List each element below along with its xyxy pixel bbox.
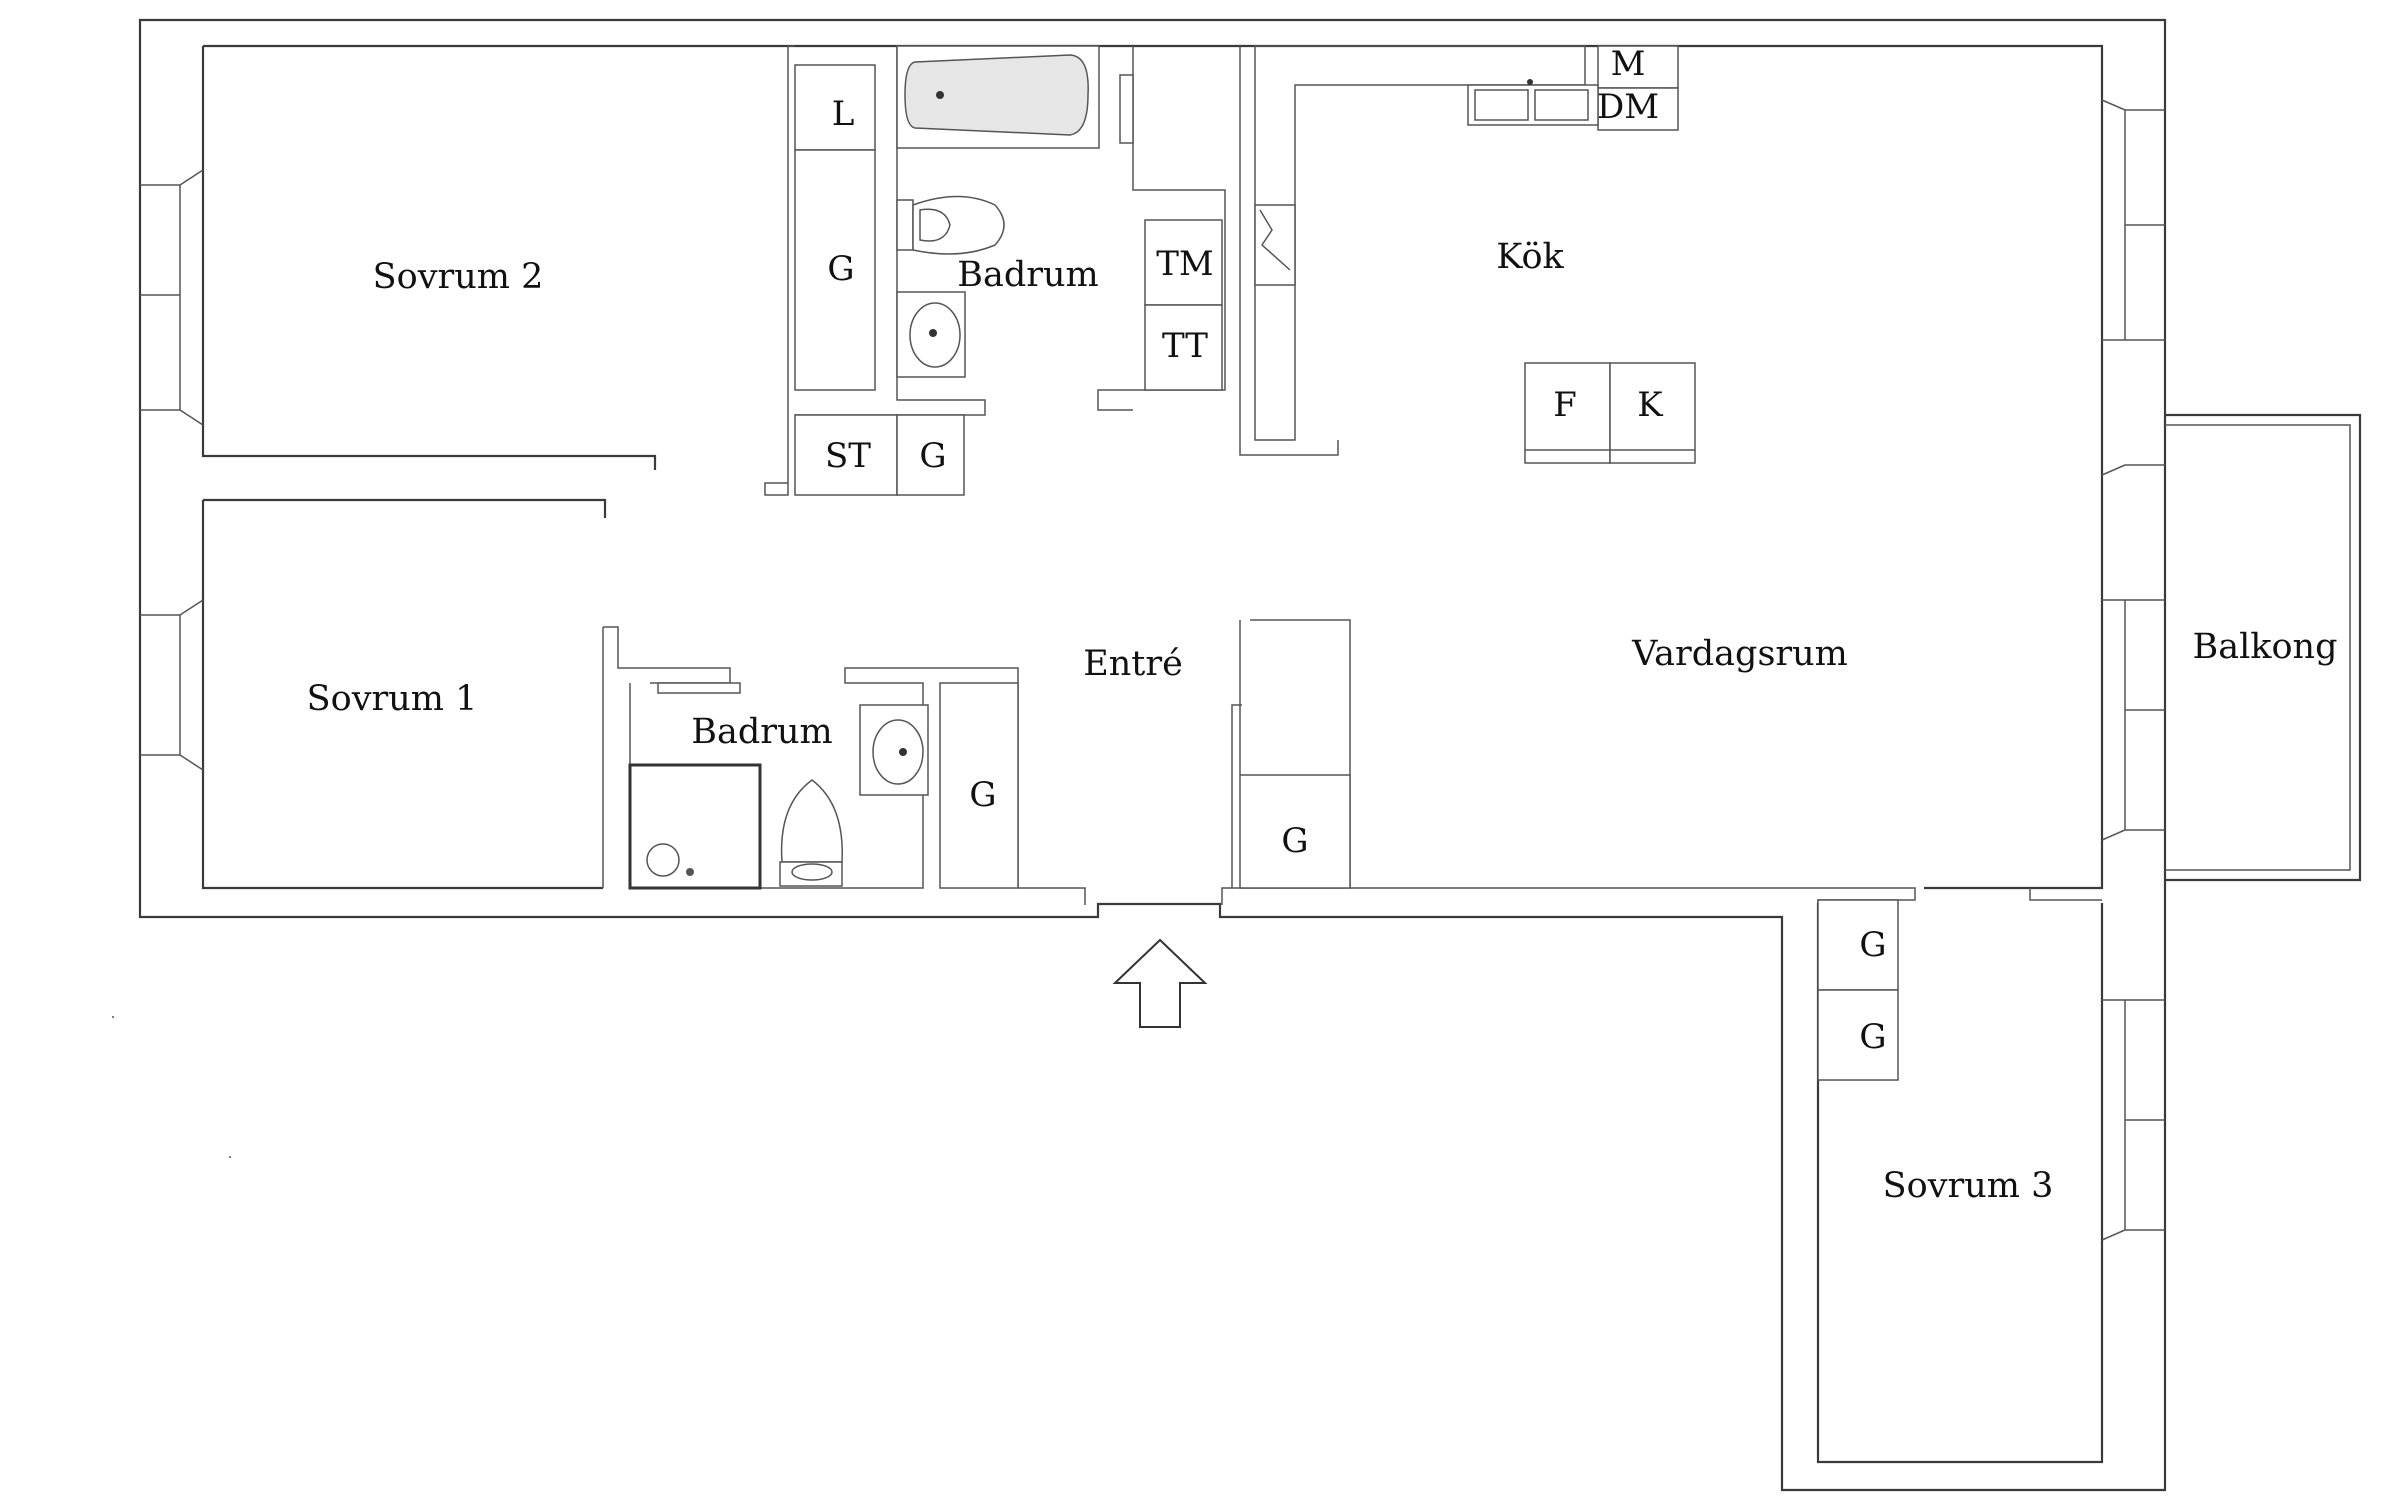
- freezer: [1524, 362, 1611, 464]
- room-label-sovrum-3: Sovrum 3: [1883, 1166, 2054, 1206]
- toilet-icon: [779, 779, 843, 887]
- fixture-label-dishwasher: DM: [1597, 87, 1659, 127]
- storage-closet: [794, 414, 898, 496]
- fixtures: [628, 45, 1899, 1081]
- room-label-sovrum-2: Sovrum 2: [373, 257, 544, 297]
- microwave: [1597, 45, 1679, 89]
- wardrobe-3: [939, 682, 1019, 889]
- wardrobe-1: [794, 149, 876, 391]
- kitchen-sink-icon: [1467, 79, 1599, 126]
- fixture-label-dryer: TT: [1162, 326, 1208, 366]
- fixture-label-washer: TM: [1156, 244, 1214, 284]
- fixture-label-wardrobe: G: [1859, 925, 1886, 965]
- linen-closet: [794, 64, 876, 151]
- room-labels: Sovrum 2 Sovrum 1 Sovrum 3 Badrum Badrum…: [307, 237, 2338, 1206]
- sink-icon: [859, 704, 929, 796]
- wardrobe-4: [1239, 774, 1351, 889]
- room-label-badrum-bottom: Badrum: [691, 712, 832, 752]
- fixture-label-storage: ST: [825, 436, 871, 476]
- wardrobe-2: [896, 414, 965, 496]
- sink-icon: [896, 291, 966, 378]
- washer: [1144, 219, 1223, 306]
- fixture-label-wardrobe: G: [969, 775, 996, 815]
- fixture-label-fridge: K: [1637, 385, 1663, 425]
- toilet-icon: [896, 195, 1005, 255]
- room-label-kok: Kök: [1496, 237, 1564, 277]
- balcony: [2165, 413, 2362, 882]
- dryer: [1144, 304, 1223, 391]
- fixture-label-microwave: M: [1611, 44, 1646, 84]
- fixture-label-wardrobe: G: [919, 436, 946, 476]
- fixture-label-linen: L: [832, 94, 855, 134]
- wardrobe-5: [1817, 899, 1899, 991]
- room-label-sovrum-1: Sovrum 1: [307, 679, 478, 719]
- room-label-vardagsrum: Vardagsrum: [1631, 634, 1848, 674]
- left-windows: [140, 169, 204, 771]
- fixture-labels: L G ST G TM TT M DM F K G G G G: [825, 44, 1887, 1057]
- wardrobe-6: [1817, 989, 1899, 1081]
- room-label-entre: Entré: [1083, 644, 1183, 684]
- entrance-arrow-icon: [1112, 938, 1208, 1028]
- fixture-label-wardrobe: G: [827, 249, 854, 289]
- fixture-label-wardrobe: G: [1859, 1017, 1886, 1057]
- stove-icon: [1254, 204, 1296, 286]
- shower-icon: [628, 763, 762, 890]
- room-label-badrum-top: Badrum: [957, 255, 1098, 295]
- room-label-balkong: Balkong: [2192, 627, 2337, 667]
- right-windows: [2101, 99, 2165, 1241]
- fixture-label-freezer: F: [1553, 385, 1577, 425]
- fixture-label-wardrobe: G: [1281, 821, 1308, 861]
- fridge: [1609, 362, 1696, 464]
